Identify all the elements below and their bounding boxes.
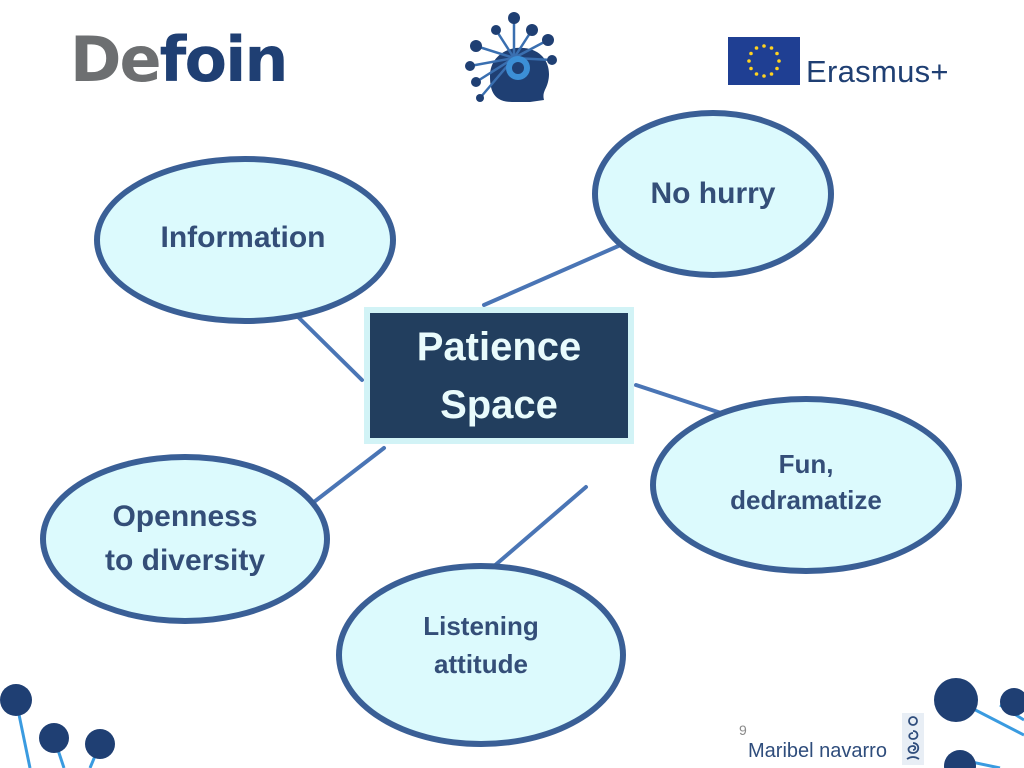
author-name: Maribel navarro	[748, 740, 887, 762]
dot-bottom-right-3	[944, 750, 976, 768]
node-openness-label-line2: to diversity	[104, 544, 266, 577]
dot-bottom-left-2	[39, 723, 69, 753]
dot-bottom-right-1	[934, 678, 978, 722]
center-node-line2: Space	[440, 382, 558, 427]
node-information: Information	[94, 156, 396, 324]
spiral-logo-icon	[902, 713, 924, 765]
erasmus-plus-logo: Erasmus+	[806, 54, 949, 89]
node-openness-label-line1: Openness	[112, 500, 258, 533]
connector-no-hurry	[482, 238, 634, 307]
node-listening: Listening attitude	[336, 563, 626, 747]
dot-bottom-left-3	[85, 729, 115, 759]
page-number: 9	[739, 722, 747, 738]
node-no-hurry-label: No hurry	[650, 177, 776, 210]
node-fun: Fun, dedramatize	[650, 396, 962, 574]
node-fun-label-line1: Fun,	[778, 449, 834, 479]
node-listening-label-line2: attitude	[434, 649, 528, 679]
neural-head-logo-icon	[465, 12, 557, 102]
defoin-logo: Defoin	[70, 22, 289, 98]
connector-fun	[634, 383, 732, 418]
defoin-logo-suffix: foin	[159, 23, 289, 96]
defoin-logo-prefix: De	[70, 23, 162, 96]
dot-bottom-right-2	[1000, 688, 1024, 716]
node-openness: Openness to diversity	[40, 454, 330, 624]
eu-flag-icon	[728, 37, 800, 85]
center-node: Patience Space	[364, 307, 634, 444]
node-information-label: Information	[160, 221, 326, 254]
center-node-line1: Patience	[416, 324, 582, 369]
node-no-hurry: No hurry	[592, 110, 834, 278]
dot-bottom-left-1	[0, 684, 32, 716]
node-fun-label-line2: dedramatize	[730, 485, 882, 515]
connector-information	[286, 305, 364, 382]
node-listening-label-line1: Listening	[423, 611, 539, 641]
